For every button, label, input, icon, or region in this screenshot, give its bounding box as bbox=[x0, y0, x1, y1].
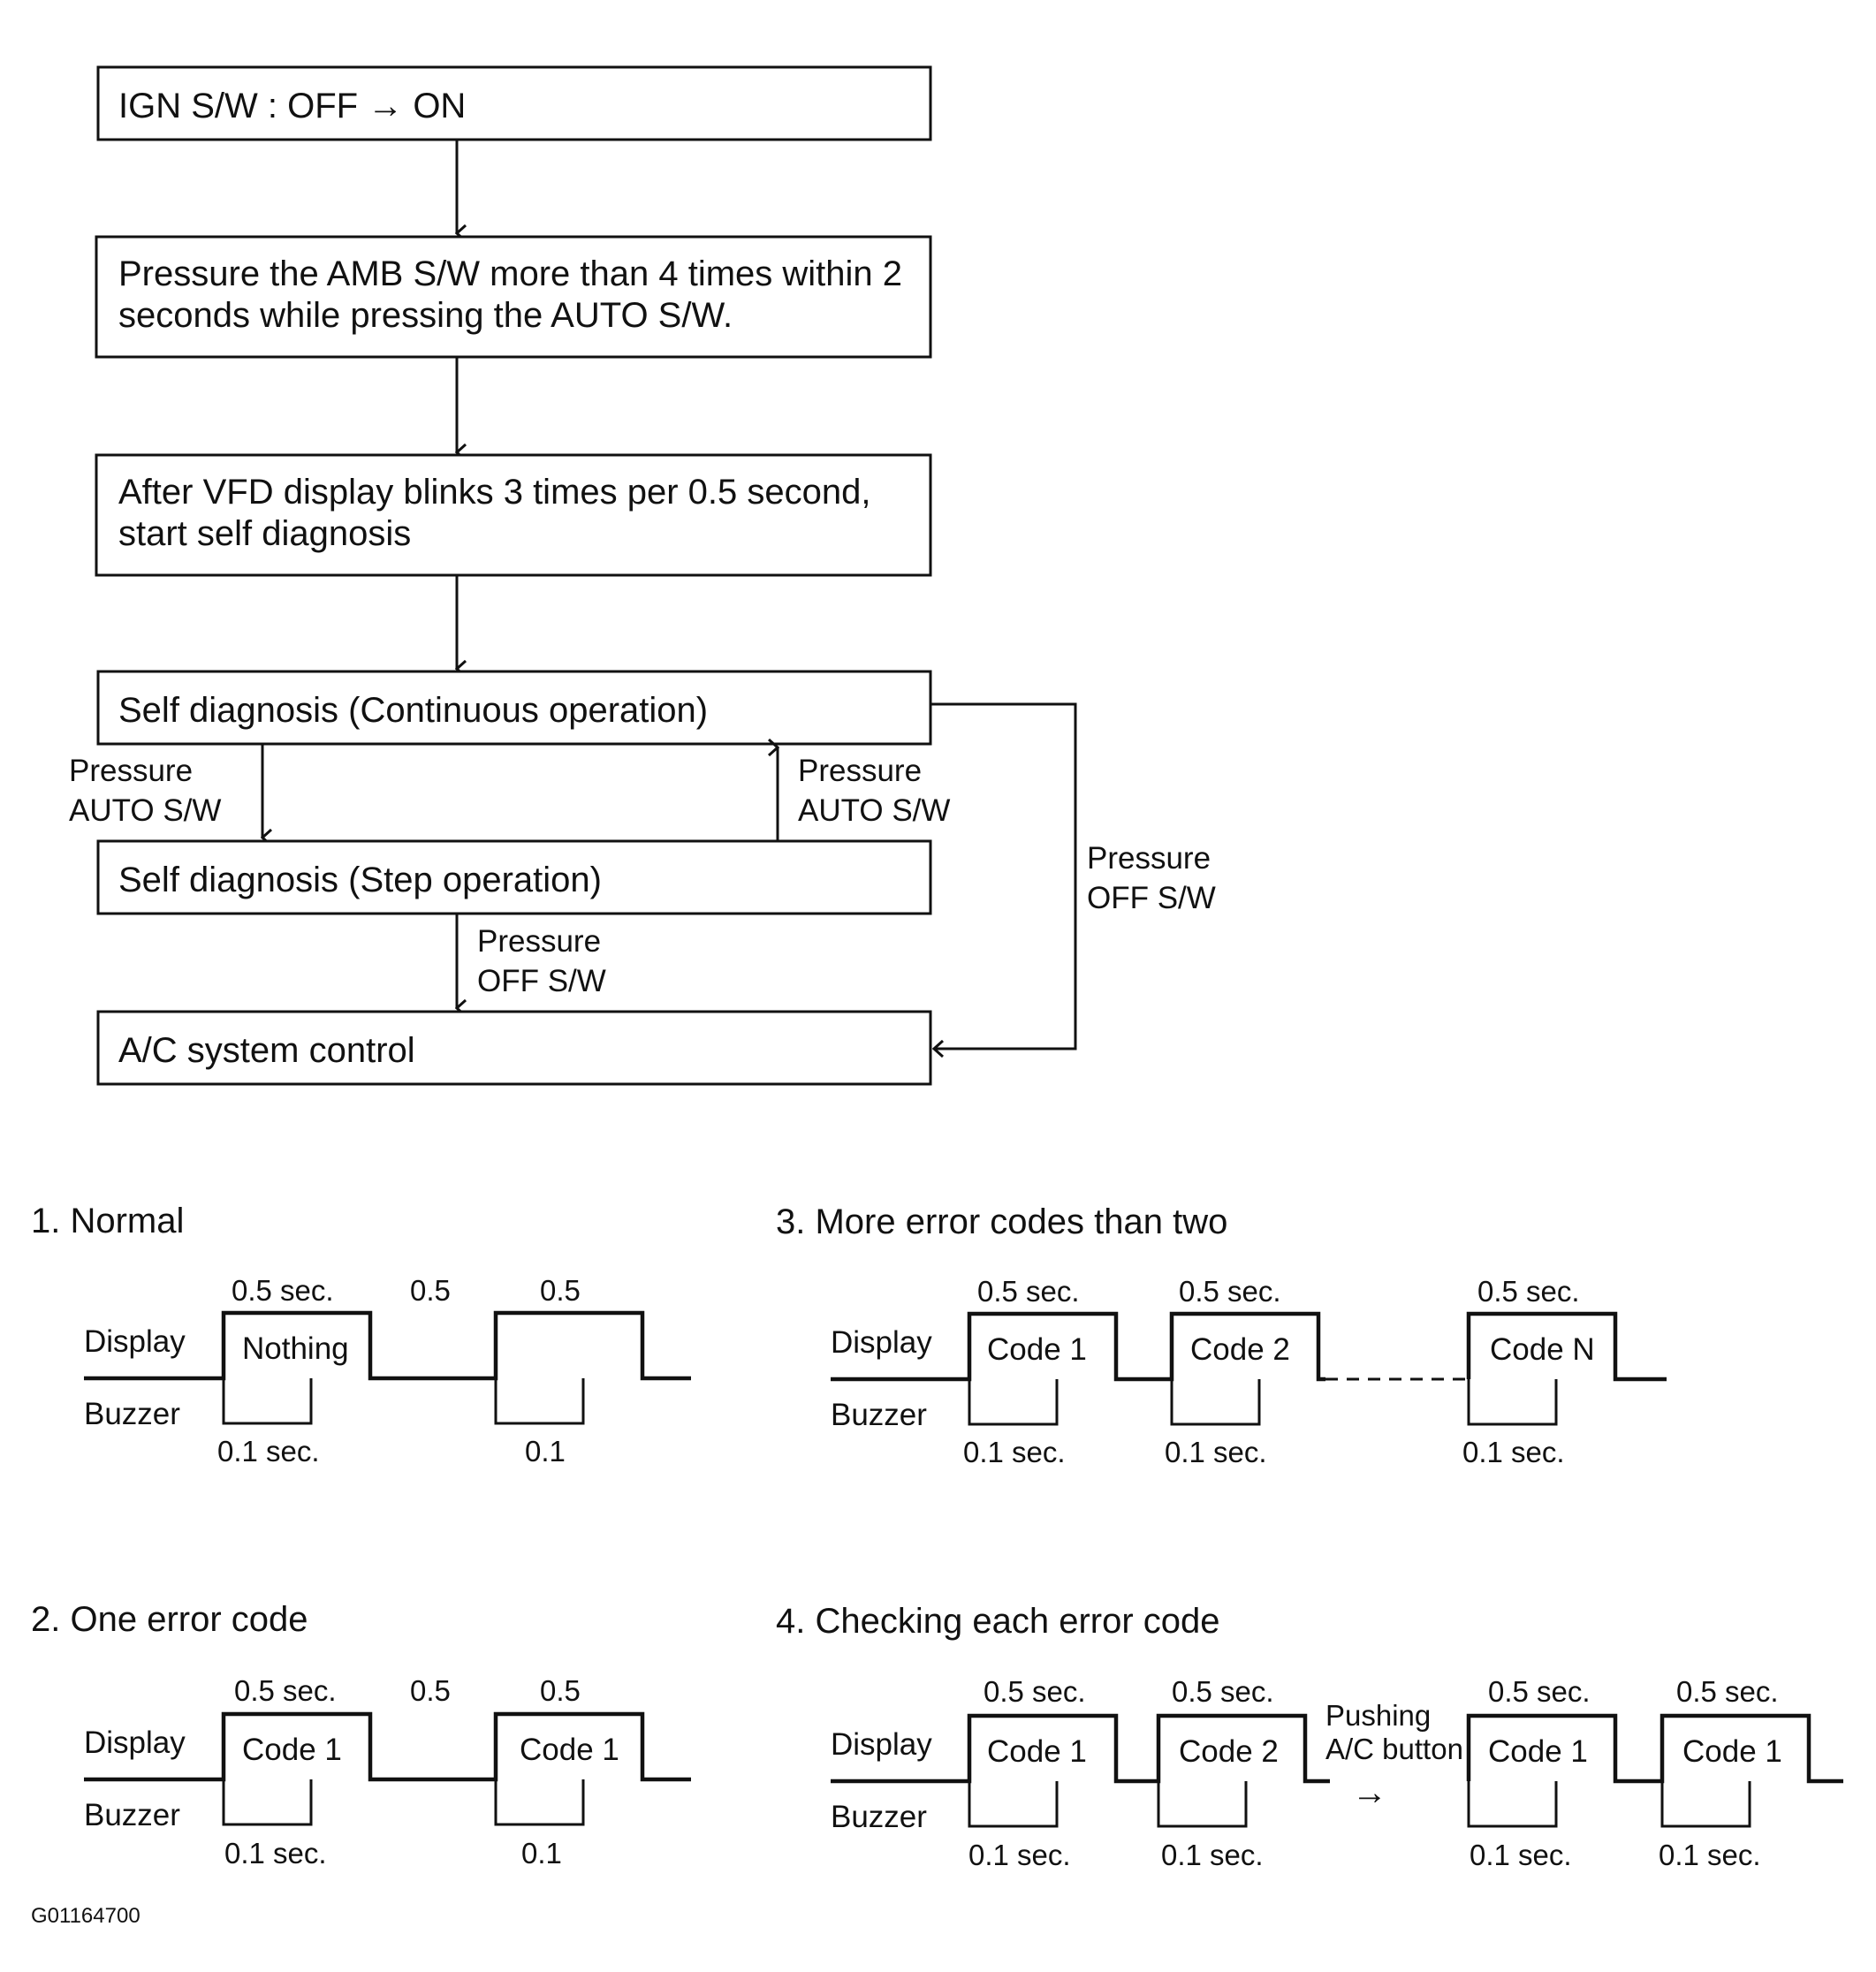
timing-checking-dur3: 0.5 sec. bbox=[1488, 1675, 1591, 1708]
edge-label-off-right-line2: OFF S/W bbox=[1087, 881, 1216, 915]
timing-more-errors-display-label: Display bbox=[831, 1325, 932, 1360]
timing-checking-buzzer-label: Buzzer bbox=[831, 1800, 927, 1834]
timing-more-errors-buz1: 0.1 sec. bbox=[963, 1436, 1066, 1468]
flow-box-continuous-text: Self diagnosis (Continuous operation) bbox=[118, 691, 708, 730]
timing-normal-dur1: 0.5 sec. bbox=[232, 1274, 334, 1307]
flow-box-vfd-blink-line1: After VFD display blinks 3 times per 0.5… bbox=[118, 473, 870, 512]
timing-one-error-display-waveform bbox=[84, 1711, 691, 1782]
timing-more-errors-dur1: 0.5 sec. bbox=[977, 1275, 1080, 1308]
timing-normal-gap: 0.5 bbox=[410, 1274, 451, 1307]
timing-checking-box4: Code 1 bbox=[1682, 1734, 1782, 1769]
timing-checking-dur4: 0.5 sec. bbox=[1676, 1675, 1779, 1708]
timing-one-error-buz1: 0.1 sec. bbox=[224, 1837, 327, 1870]
timing-checking-dur1: 0.5 sec. bbox=[984, 1675, 1086, 1708]
timing-one-error-buz2: 0.1 bbox=[521, 1837, 562, 1870]
flow-box-ign-switch-text: IGN S/W : OFF → ON bbox=[118, 87, 466, 125]
timing-more-errors-box3: Code N bbox=[1490, 1332, 1595, 1367]
flow-box-ac-control-text: A/C system control bbox=[118, 1031, 415, 1070]
flow-box-ac-control: A/C system control bbox=[96, 1010, 932, 1086]
timing-checking-box1: Code 1 bbox=[987, 1734, 1087, 1769]
edge-label-down-line2: AUTO S/W bbox=[69, 793, 221, 828]
figure-id: G01164700 bbox=[31, 1904, 141, 1928]
timing-checking-push-line2: A/C button bbox=[1325, 1733, 1463, 1765]
timing-normal-box1: Nothing bbox=[242, 1331, 349, 1366]
timing-more-errors-dur3: 0.5 sec. bbox=[1477, 1275, 1580, 1308]
timing-one-error-buzzer-waveform bbox=[222, 1779, 585, 1826]
timing-more-errors-buzzer-label: Buzzer bbox=[831, 1398, 927, 1432]
timing-more-errors-display-waveform-a bbox=[831, 1311, 1325, 1382]
edge-label-off-right-line1: Pressure bbox=[1087, 841, 1211, 876]
edge-label-up-line1: Pressure bbox=[798, 754, 922, 788]
timing-checking-box2: Code 2 bbox=[1179, 1734, 1279, 1769]
timing-checking-display-label: Display bbox=[831, 1727, 932, 1762]
timing-checking-buz4: 0.1 sec. bbox=[1659, 1839, 1761, 1871]
flow-box-press-amb: Pressure the AMB S/W more than 4 times w… bbox=[95, 235, 932, 359]
timing-normal-display-label: Display bbox=[84, 1324, 186, 1359]
timing-checking-buzzer-waveform bbox=[968, 1781, 1751, 1828]
edge-label-up-line2: AUTO S/W bbox=[798, 793, 950, 828]
flow-box-ign-switch: IGN S/W : OFF → ON bbox=[96, 65, 932, 141]
timing-checking-buz3: 0.1 sec. bbox=[1470, 1839, 1572, 1871]
timing-normal-title: 1. Normal bbox=[31, 1202, 184, 1240]
timing-one-error-gap: 0.5 bbox=[410, 1674, 451, 1707]
timing-normal-buzzer-label: Buzzer bbox=[84, 1397, 180, 1431]
timing-more-errors-box1: Code 1 bbox=[987, 1332, 1087, 1367]
timing-one-error-dur2: 0.5 bbox=[540, 1674, 581, 1707]
timing-more-errors: 3. More error codes than two 0.5 sec. 0.… bbox=[776, 1202, 1667, 1468]
timing-checking: 4. Checking each error code 0.5 sec. 0.5… bbox=[776, 1602, 1843, 1871]
flow-box-press-amb-line2: seconds while pressing the AUTO S/W. bbox=[118, 296, 733, 335]
timing-checking-push-arrow: → bbox=[1352, 1773, 1387, 1812]
timing-normal-display-waveform bbox=[84, 1310, 691, 1381]
timing-one-error-buzzer-label: Buzzer bbox=[84, 1798, 180, 1832]
timing-normal-buz1: 0.1 sec. bbox=[217, 1435, 320, 1468]
flow-box-continuous: Self diagnosis (Continuous operation) bbox=[96, 670, 932, 746]
flow-box-press-amb-line1: Pressure the AMB S/W more than 4 times w… bbox=[118, 254, 902, 293]
flow-box-step-text: Self diagnosis (Step operation) bbox=[118, 861, 602, 899]
timing-more-errors-display-waveform-b bbox=[1466, 1311, 1667, 1382]
timing-normal-buz2: 0.1 bbox=[525, 1435, 566, 1468]
flow-box-vfd-blink: After VFD display blinks 3 times per 0.5… bbox=[95, 453, 932, 577]
edge-label-off-center-line1: Pressure bbox=[477, 924, 601, 959]
timing-checking-title: 4. Checking each error code bbox=[776, 1602, 1220, 1641]
timing-normal-dur2: 0.5 bbox=[540, 1274, 581, 1307]
flow-box-step: Self diagnosis (Step operation) bbox=[96, 839, 932, 915]
timing-one-error-box2: Code 1 bbox=[520, 1733, 619, 1767]
edge-label-off-center-line2: OFF S/W bbox=[477, 964, 606, 998]
timing-more-errors-title: 3. More error codes than two bbox=[776, 1202, 1227, 1241]
flow-box-vfd-blink-line2: start self diagnosis bbox=[118, 514, 411, 553]
timing-one-error-display-label: Display bbox=[84, 1726, 186, 1760]
timing-one-error-dur1: 0.5 sec. bbox=[234, 1674, 337, 1707]
timing-more-errors-dur2: 0.5 sec. bbox=[1179, 1275, 1281, 1308]
timing-more-errors-box2: Code 2 bbox=[1190, 1332, 1290, 1367]
timing-one-error-box1: Code 1 bbox=[242, 1733, 342, 1767]
timing-checking-buz2: 0.1 sec. bbox=[1161, 1839, 1264, 1871]
timing-checking-dur2: 0.5 sec. bbox=[1172, 1675, 1274, 1708]
timing-checking-buz1: 0.1 sec. bbox=[968, 1839, 1071, 1871]
timing-more-errors-buz3: 0.1 sec. bbox=[1462, 1436, 1565, 1468]
timing-normal: 1. Normal 0.5 sec. 0.5 0.5 Display Buzze… bbox=[31, 1202, 691, 1468]
timing-checking-push-line1: Pushing bbox=[1325, 1699, 1431, 1732]
edge-label-down-line1: Pressure bbox=[69, 754, 193, 788]
timing-checking-display-waveform-a bbox=[831, 1713, 1330, 1784]
flowchart: IGN S/W : OFF → ON Pressure the AMB S/W … bbox=[69, 65, 1216, 1086]
flow-arrow-loop-off bbox=[930, 702, 1077, 1049]
timing-normal-buzzer-waveform bbox=[222, 1378, 585, 1425]
timing-one-error-title: 2. One error code bbox=[31, 1600, 308, 1639]
timing-more-errors-buz2: 0.1 sec. bbox=[1165, 1436, 1267, 1468]
timing-checking-box3: Code 1 bbox=[1488, 1734, 1588, 1769]
timing-one-error: 2. One error code 0.5 sec. 0.5 0.5 Displ… bbox=[31, 1600, 691, 1870]
timing-more-errors-buzzer-waveform bbox=[968, 1379, 1558, 1426]
